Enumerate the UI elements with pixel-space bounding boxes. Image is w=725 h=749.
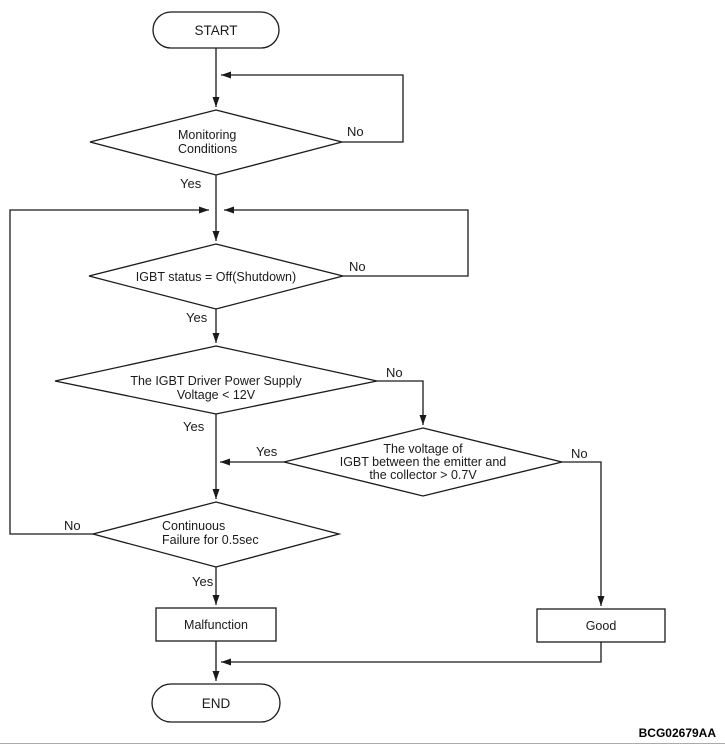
driver-supply-line-2: Voltage < 12V: [177, 388, 256, 402]
igbt-status-diamond: [88, 243, 344, 310]
igbt-status-label: IGBT status = Off(Shutdown): [136, 270, 296, 284]
label-igbt-voltage-yes: Yes: [256, 444, 278, 459]
node-good: Good: [536, 608, 666, 643]
node-igbt-status: IGBT status = Off(Shutdown): [88, 243, 344, 310]
good-label: Good: [586, 619, 617, 633]
node-malfunction: Malfunction: [155, 607, 277, 642]
igbt-voltage-line-2: IGBT between the emitter and: [340, 455, 507, 469]
igbt-voltage-line-1: The voltage of: [383, 442, 463, 456]
driver-supply-diamond: [54, 345, 378, 415]
edge-driver-supply-no: [377, 380, 427, 425]
continuous-failure-diamond: [90, 501, 342, 568]
monitoring-line-1: Monitoring: [178, 128, 236, 142]
end-label: END: [202, 696, 231, 711]
edge-monitoring-no-loop: [221, 71, 404, 143]
end-shape: [151, 683, 281, 723]
edge-labels: No Yes No Yes No Yes Yes No No Yes: [64, 124, 588, 589]
label-monitoring-yes: Yes: [180, 176, 202, 191]
good-box: [536, 608, 666, 643]
monitoring-line-2: Conditions: [178, 142, 237, 156]
label-igbt-voltage-no: No: [571, 446, 588, 461]
malfunction-box: [155, 607, 277, 642]
igbt-voltage-line-3: the collector > 0.7V: [369, 468, 477, 482]
monitoring-diamond: [89, 109, 343, 176]
continuous-line-2: Failure for 0.5sec: [162, 533, 259, 547]
label-igbt-status-no: No: [349, 259, 366, 274]
node-continuous-failure: Continuous Failure for 0.5sec: [90, 501, 342, 568]
igbt-voltage-diamond: [283, 427, 563, 497]
driver-supply-line-1: The IGBT Driver Power Supply: [130, 374, 302, 388]
label-continuous-no: No: [64, 518, 81, 533]
edge-continuous-no-loop: [9, 206, 209, 535]
label-monitoring-no: No: [347, 124, 364, 139]
node-end: END: [151, 683, 281, 723]
label-driver-supply-yes: Yes: [183, 419, 205, 434]
node-driver-supply: The IGBT Driver Power Supply Voltage < 1…: [54, 345, 378, 415]
label-igbt-status-yes: Yes: [186, 310, 208, 325]
start-label: START: [194, 23, 237, 38]
edge-good-return: [221, 642, 602, 666]
node-igbt-voltage: The voltage of IGBT between the emitter …: [283, 427, 563, 497]
edge-igbt-status-no-loop: [224, 206, 469, 277]
edges: [9, 48, 605, 681]
figure-code: BCG02679AA: [639, 726, 717, 740]
label-driver-supply-no: No: [386, 365, 403, 380]
node-start: START: [152, 11, 280, 49]
start-shape: [152, 11, 280, 49]
node-monitoring-conditions: Monitoring Conditions: [89, 109, 343, 176]
label-continuous-yes: Yes: [192, 574, 214, 589]
malfunction-label: Malfunction: [184, 618, 248, 632]
continuous-line-1: Continuous: [162, 519, 225, 533]
edge-igbt-voltage-no: [562, 461, 605, 606]
